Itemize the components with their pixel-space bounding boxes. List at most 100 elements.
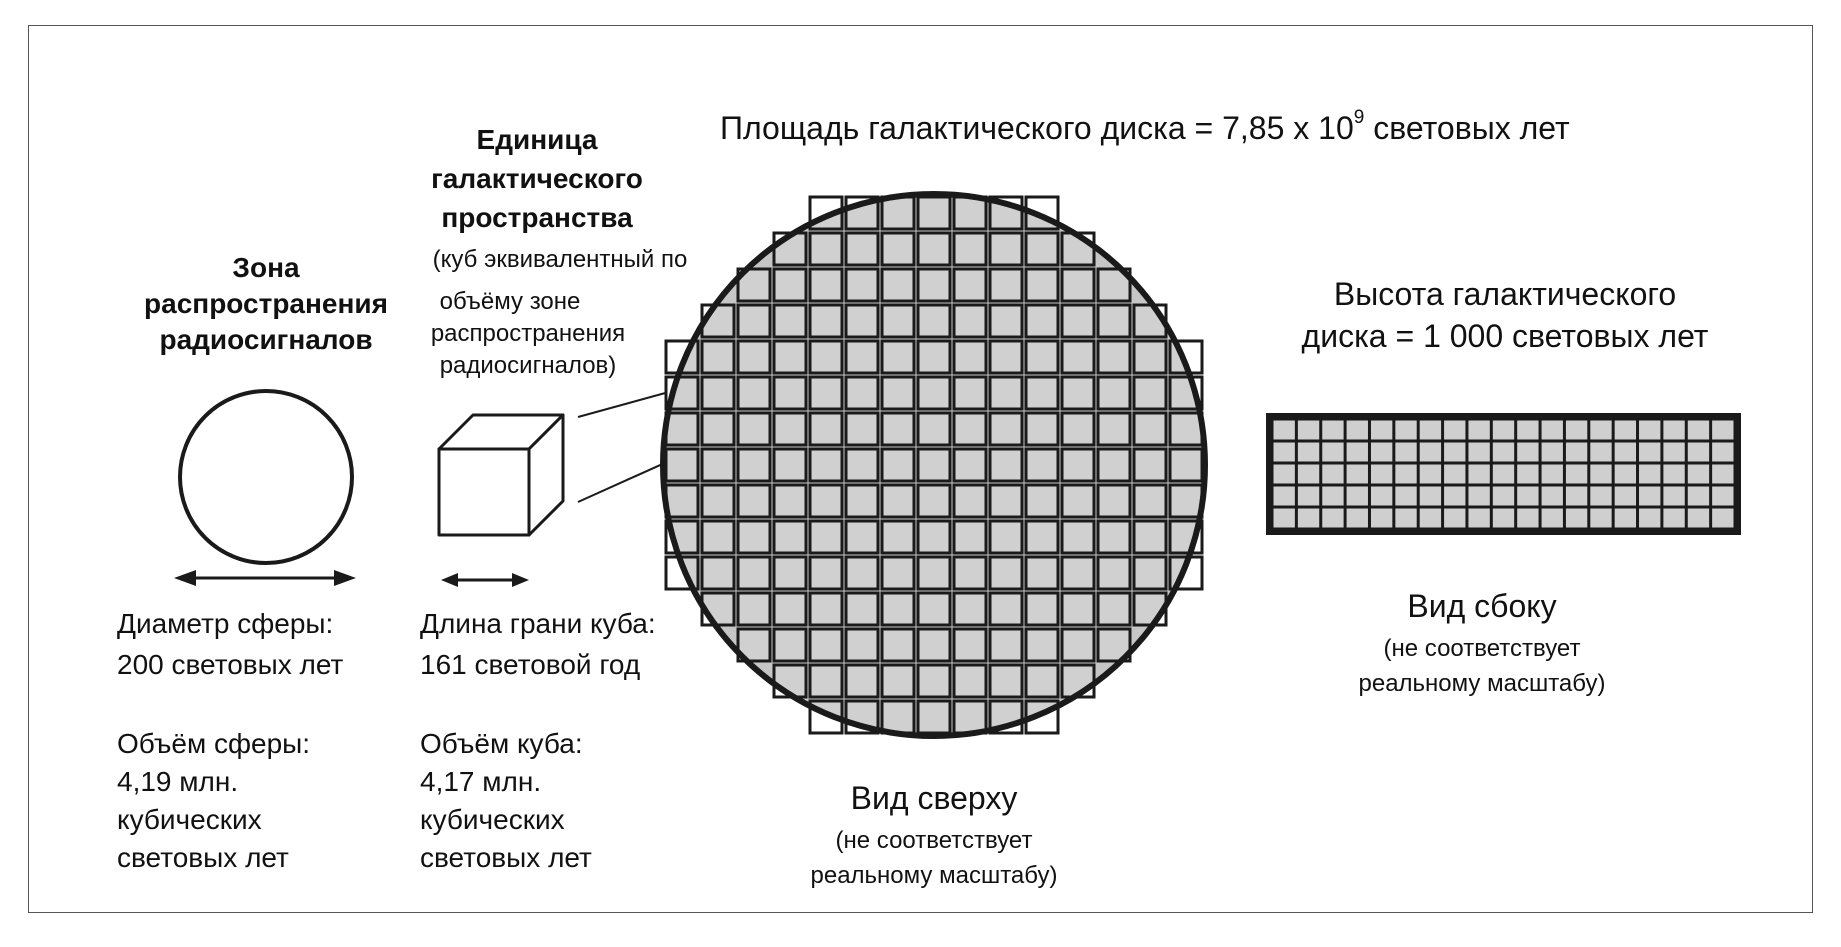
grid-cell <box>880 267 916 303</box>
grid-cell <box>1024 663 1060 699</box>
side-view-cell <box>1565 508 1588 528</box>
side-view-cell <box>1468 442 1490 462</box>
grid-cell <box>988 447 1024 483</box>
grid-cell <box>700 339 736 375</box>
grid-cell <box>736 303 772 339</box>
side-view-cell <box>1712 508 1734 528</box>
side-view-cell <box>1590 508 1612 528</box>
side-view-cell <box>1444 464 1466 484</box>
grid-cell <box>952 519 988 555</box>
side-view-cell <box>1419 508 1442 528</box>
grid-cell <box>988 591 1024 627</box>
side-view-cell <box>1517 464 1539 484</box>
grid-cell <box>916 411 952 447</box>
cube-volume-unit-2: световых лет <box>420 842 592 873</box>
side-view-cell <box>1419 464 1442 484</box>
grid-cell <box>916 591 952 627</box>
grid-cell <box>700 483 736 519</box>
grid-cell <box>988 519 1024 555</box>
disk-area-exponent: 9 <box>1353 107 1365 129</box>
cube-note-line-4: радиосигналов) <box>439 352 617 379</box>
cube-edge-arrow <box>441 573 529 587</box>
grid-cell <box>916 303 952 339</box>
grid-cell <box>880 231 916 267</box>
side-view-cell <box>1614 420 1637 440</box>
grid-cell <box>916 483 952 519</box>
grid-cell <box>952 195 988 231</box>
grid-cell <box>1024 303 1060 339</box>
side-view-cell <box>1614 464 1637 484</box>
sphere-diameter-value: 200 световых лет <box>117 649 344 680</box>
side-view-cell <box>1614 486 1637 506</box>
top-view-title: Вид сверху <box>850 780 1018 816</box>
grid-cell <box>772 411 808 447</box>
side-view-cell <box>1370 464 1393 484</box>
grid-cell <box>1024 519 1060 555</box>
grid-cell <box>1024 627 1060 663</box>
grid-cell <box>664 483 700 519</box>
grid-cell <box>808 411 844 447</box>
grid-cell <box>844 447 880 483</box>
sphere-volume-unit-1: кубических <box>117 804 262 835</box>
grid-cell <box>736 375 772 411</box>
grid-cell <box>772 627 808 663</box>
side-view-cell <box>1492 464 1515 484</box>
disk-area-suffix: световых лет <box>1364 110 1570 146</box>
grid-cell <box>1060 375 1096 411</box>
side-view-cell <box>1687 442 1710 462</box>
side-view-cell <box>1614 442 1637 462</box>
cube-note-line-2: объёму зоне <box>439 288 581 315</box>
grid-cell <box>736 555 772 591</box>
grid-cell <box>1060 267 1096 303</box>
side-view-cell <box>1517 508 1539 528</box>
side-view-cell <box>1370 420 1393 440</box>
grid-cell <box>1096 627 1132 663</box>
side-view-cell <box>1663 420 1685 440</box>
side-view-cell <box>1663 508 1685 528</box>
grid-cell <box>880 699 916 735</box>
side-view-cell <box>1492 420 1515 440</box>
side-view-cell <box>1639 464 1661 484</box>
side-view-cell <box>1346 508 1368 528</box>
grid-cell <box>844 267 880 303</box>
grid-cell <box>880 195 916 231</box>
grid-cell <box>952 303 988 339</box>
sphere-diameter-arrow <box>174 570 356 586</box>
side-view-cell <box>1273 464 1295 484</box>
side-view-cell <box>1395 442 1417 462</box>
grid-cell <box>772 267 808 303</box>
side-view-cell <box>1273 486 1295 506</box>
side-view-cell <box>1517 420 1539 440</box>
side-view-cell <box>1541 464 1563 484</box>
side-view-cell <box>1273 442 1295 462</box>
grid-cell <box>844 555 880 591</box>
cube-title-line-2: галактического <box>431 163 643 194</box>
cube-note-line-3: распространения <box>430 320 626 347</box>
side-view-cell <box>1395 420 1417 440</box>
grid-cell <box>772 519 808 555</box>
side-view-cell <box>1565 420 1588 440</box>
side-view-cell <box>1346 420 1368 440</box>
grid-cell <box>880 591 916 627</box>
disk-area-heading: Площадь галактического диска = 7,85 x 10… <box>720 108 1570 146</box>
side-view-cell <box>1590 420 1612 440</box>
cube-edge-value: 161 световой год <box>420 649 641 680</box>
grid-cell <box>700 411 736 447</box>
grid-cell <box>772 375 808 411</box>
grid-cell <box>1132 375 1168 411</box>
side-view-cell <box>1541 442 1563 462</box>
grid-cell <box>916 555 952 591</box>
grid-cell <box>952 231 988 267</box>
side-view-cell <box>1541 508 1563 528</box>
grid-cell <box>1096 591 1132 627</box>
grid-cell <box>1060 303 1096 339</box>
grid-cell <box>988 267 1024 303</box>
side-view-cell <box>1297 420 1320 440</box>
grid-cell <box>808 555 844 591</box>
grid-cell <box>808 231 844 267</box>
grid-cell <box>844 375 880 411</box>
sphere-title-line-1: Зона <box>232 252 300 283</box>
side-view-cell <box>1346 464 1368 484</box>
grid-cell <box>952 267 988 303</box>
